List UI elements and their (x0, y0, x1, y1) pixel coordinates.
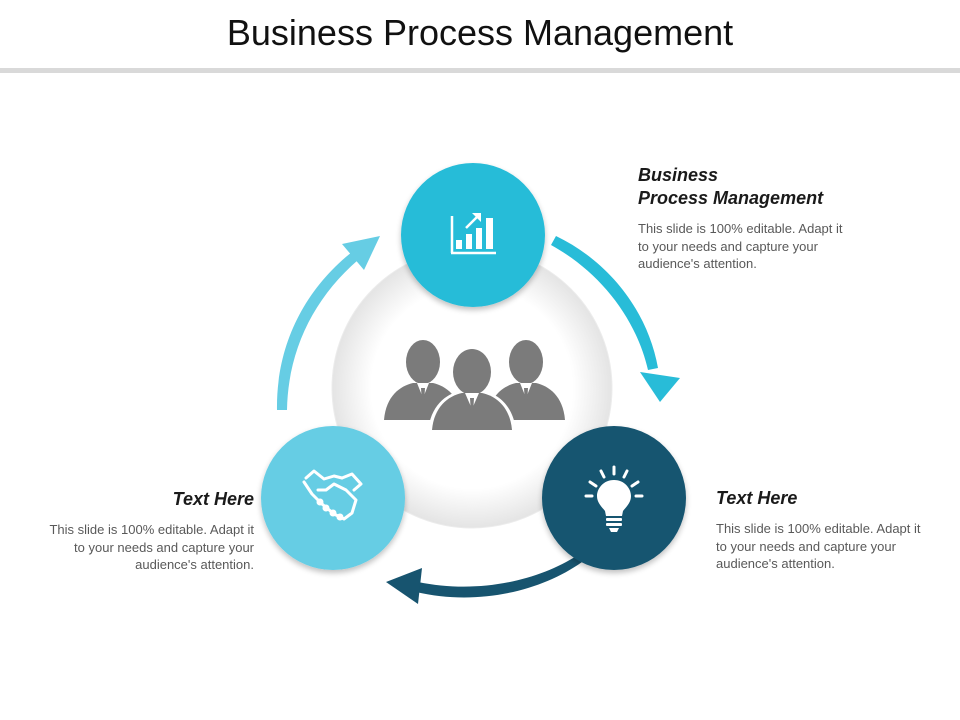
body-line: This slide is 100% editable. Adapt it (638, 221, 843, 236)
body-line: audience's attention. (135, 557, 254, 572)
top-circle[interactable] (401, 163, 545, 307)
block-heading: Business Process Management (638, 164, 878, 210)
heading-line: Business (638, 165, 719, 185)
text-block-right: Text Here This slide is 100% editable. A… (716, 487, 956, 573)
text-block-top: Business Process Management This slide i… (638, 164, 878, 273)
growth-chart-icon (450, 213, 496, 255)
text-block-left: Text Here This slide is 100% editable. A… (16, 488, 254, 574)
block-body: This slide is 100% editable. Adapt it to… (16, 521, 254, 574)
heading-line: Text Here (172, 489, 254, 509)
body-line: to your needs and capture your (638, 238, 818, 254)
body-line: This slide is 100% editable. Adapt it (49, 522, 254, 537)
block-body: This slide is 100% editable. Adapt it to… (638, 220, 878, 273)
body-line: to your needs and capture your (716, 538, 896, 554)
body-line: audience's attention. (638, 256, 757, 271)
body-line: This slide is 100% editable. Adapt it (716, 521, 921, 536)
block-heading: Text Here (716, 487, 956, 510)
block-body: This slide is 100% editable. Adapt it to… (716, 520, 956, 573)
body-line: audience's attention. (716, 556, 835, 571)
handshake-icon (302, 469, 363, 521)
arrow-right-to-left (386, 555, 582, 604)
body-line: to your needs and capture your (74, 539, 254, 555)
left-circle[interactable] (261, 426, 405, 570)
lightbulb-icon (584, 465, 644, 532)
heading-line: Process Management (638, 188, 824, 208)
team-people-icon (384, 340, 565, 432)
block-heading: Text Here (16, 488, 254, 511)
title-divider (0, 68, 960, 73)
heading-line: Text Here (716, 488, 798, 508)
arrow-left-to-top (276, 236, 380, 410)
arrow-top-to-right (551, 236, 680, 402)
slide-title: Business Process Management (226, 12, 734, 53)
